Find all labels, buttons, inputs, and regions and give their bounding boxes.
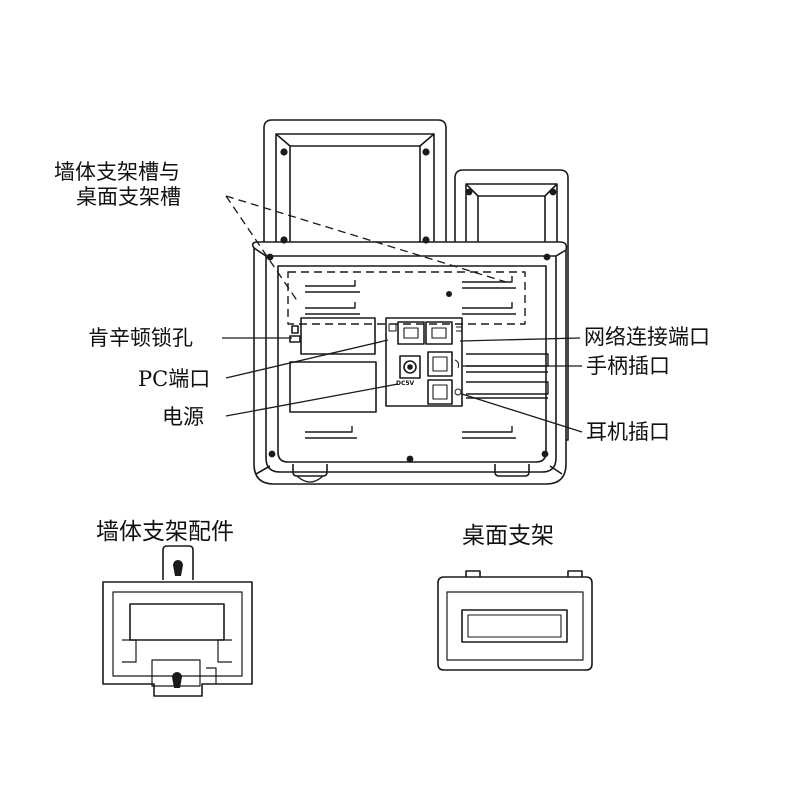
- screw-icon: [446, 291, 452, 297]
- wall-slot-label-2: 桌面支架槽: [76, 185, 181, 209]
- handset-port-label: 手柄插口: [586, 354, 670, 378]
- screw-icon: [465, 188, 473, 196]
- leader-lines: [222, 195, 583, 433]
- wall-slot-label-1: 墙体支架槽与: [54, 160, 180, 184]
- port-panel: [385, 317, 463, 407]
- screw-icon: [422, 236, 430, 244]
- desk-stand-title: 桌面支架: [462, 523, 554, 549]
- screw-icon: [543, 253, 551, 261]
- network-port-label: 网络连接端口: [584, 325, 710, 349]
- keyhole-icon: [172, 672, 182, 688]
- pc-port-jack: [397, 321, 425, 345]
- phone-body: [251, 241, 568, 485]
- screw-icon: [268, 450, 276, 458]
- desk-stand-accessory: [437, 570, 593, 671]
- screw-icon: [280, 148, 288, 156]
- pc-port-label: PC端口: [138, 367, 211, 391]
- wall-mount-accessory: [102, 545, 253, 697]
- mount-slots: [305, 276, 516, 439]
- headset-jack: [427, 379, 453, 405]
- label-panel: [300, 317, 376, 355]
- power-jack: [399, 355, 421, 379]
- screw-icon: [422, 148, 430, 156]
- kensington-lock-icon: [289, 325, 301, 343]
- wall-mount-title: 墙体支架配件: [96, 519, 234, 545]
- screw-icon: [406, 455, 414, 463]
- power-label: 电源: [162, 405, 204, 429]
- screw-icon: [280, 236, 288, 244]
- screw-icon: [541, 450, 549, 458]
- screw-icon: [549, 188, 557, 196]
- kensington-lock-label: 肯辛顿锁孔: [88, 326, 193, 350]
- screw-icon: [266, 253, 274, 261]
- screws: [266, 148, 557, 463]
- handset-jack: [427, 351, 453, 377]
- keyhole-icon: [173, 560, 183, 576]
- label-panel: [289, 361, 377, 413]
- slot-region: [287, 271, 526, 325]
- headset-port-label: 耳机插口: [586, 420, 670, 444]
- dc-rating-mark: DC5V: [396, 380, 415, 387]
- lan-port-jack: [425, 321, 453, 345]
